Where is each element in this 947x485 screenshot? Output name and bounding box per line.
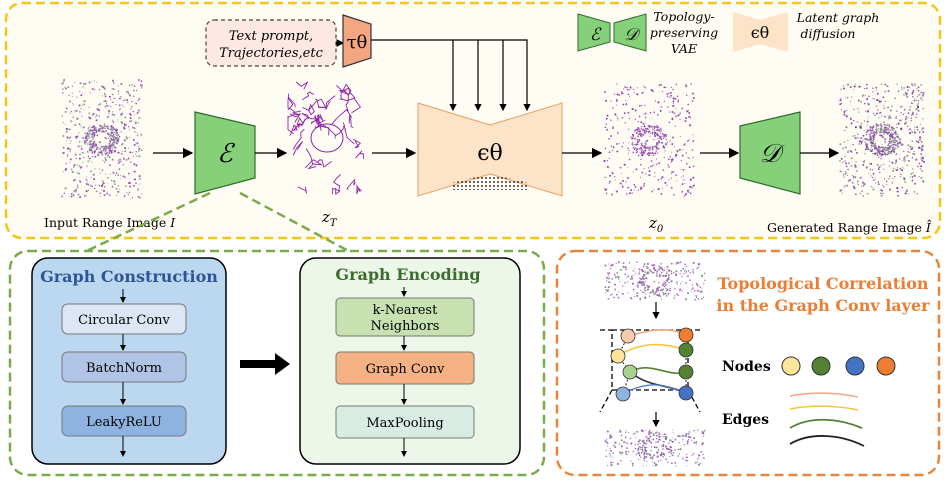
tau-label: τθ (347, 32, 368, 53)
latent-graph-zT (287, 81, 364, 195)
legend-vae-line-1: Topology- (653, 9, 714, 24)
legend-vae-line-2: preserving (650, 25, 718, 40)
z0-label: z0 (648, 214, 664, 235)
node-yellow-icon (781, 356, 801, 376)
legend-diffusion-symbol: ϵθ (751, 23, 770, 42)
topology-pointcloud-top (604, 261, 706, 301)
node-orange-icon (876, 356, 896, 376)
step-maxpooling (335, 405, 475, 439)
legend-decoder-symbol: 𝒟 (624, 25, 641, 45)
tau-conditioner (342, 14, 372, 68)
step-knn-line-1: k-Nearest (373, 303, 438, 318)
diffusion-symbol: ϵθ (477, 141, 503, 166)
graph-conv-layer-illustration (599, 327, 701, 413)
encoder-symbol: ℰ (217, 139, 235, 169)
step-leakyrelu-label: LeakyReLU (86, 415, 162, 430)
transition-arrow (240, 353, 290, 375)
topology-title-line-1: Topological Correlation (717, 274, 928, 293)
legend-encoder-icon (577, 13, 611, 52)
step-circular-conv (61, 303, 187, 335)
step-knn-line-2: Neighbors (371, 319, 440, 334)
step-batchnorm-label: BatchNorm (86, 361, 162, 376)
edge-green-icon (789, 418, 863, 429)
step-graph-conv-label: Graph Conv (366, 362, 445, 377)
latent-graph-z0 (603, 83, 695, 197)
topology-panel (555, 249, 941, 477)
graph-encoding-title: Graph Encoding (335, 265, 480, 284)
step-circular-conv-label: Circular Conv (78, 313, 170, 328)
edge-yellow-icon (789, 405, 859, 411)
condition-line-1: Text prompt, (229, 29, 313, 44)
step-graph-conv (335, 351, 475, 385)
step-maxpooling-label: MaxPooling (366, 416, 443, 431)
legend-encoder-symbol: ℰ (590, 25, 602, 45)
node-green-icon (811, 356, 831, 376)
generated-range-image (839, 83, 926, 197)
decoder-block (739, 111, 801, 195)
condition-line-2: Trajectories,etc (219, 46, 323, 61)
legend-diffusion-icon (733, 12, 788, 52)
legend-diffusion-line-1: Latent graph (796, 10, 880, 25)
legend-vae-line-3: VAE (671, 41, 697, 56)
input-range-image (61, 78, 143, 199)
topology-pointcloud-bottom (604, 429, 706, 467)
input-label: Input Range Image 𝐼 (44, 215, 176, 230)
zT-label: zT (321, 208, 338, 229)
legend-diffusion-line-2: diffusion (801, 26, 856, 41)
edges-label: Edges (722, 412, 769, 428)
diffusion-unet (417, 102, 563, 197)
edge-dark-icon (789, 435, 865, 447)
output-label: Generated Range Image 𝐼̂ (767, 219, 932, 235)
legend-decoder-icon (613, 13, 647, 52)
edge-orange-icon (789, 392, 859, 398)
encoder-block (194, 111, 256, 195)
nodes-label: Nodes (722, 359, 771, 375)
graph-construction-title: Graph Construction (40, 267, 218, 286)
step-leakyrelu (61, 405, 187, 437)
topology-title-line-2: in the Graph Conv layer (716, 296, 930, 315)
node-blue-icon (845, 356, 865, 376)
step-knn (335, 297, 475, 337)
step-batchnorm (61, 351, 187, 383)
